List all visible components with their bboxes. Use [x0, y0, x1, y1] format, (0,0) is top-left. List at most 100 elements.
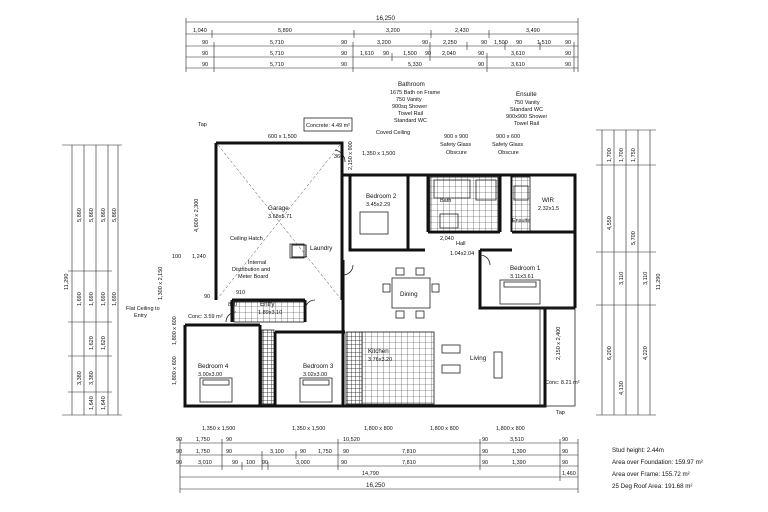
bottom-dim-2-a: 90 [176, 449, 182, 455]
door-2150: 2,150 x 900 [348, 141, 354, 170]
bathroom-note-4: Towel Rail [398, 111, 423, 117]
left-dim-4: 5,860 [112, 208, 118, 222]
garage-window-note: 600 x 1,500 [268, 134, 297, 140]
window-right-1: 900 x 600 [496, 134, 520, 140]
top-dim-1-b: 5,890 [278, 28, 292, 34]
top-dim-2-j: 1,510 [537, 40, 551, 46]
top-dim-1-a: 1,040 [193, 28, 207, 34]
right-dimension-lines: 11,290 1,700 1,700 1,750 4,550 5,700 3,1… [596, 129, 662, 416]
room-labels: Garage 3.68x5.71 Laundry Bedroom 2 3.45x… [198, 193, 559, 378]
top-dim-1-e: 3,490 [526, 28, 540, 34]
summary-area-foundation: Area over Foundation: 159.97 m² [612, 459, 703, 466]
right-dim-8: 6,200 [607, 346, 613, 360]
bottom-dim-3-h: 7,810 [402, 460, 416, 466]
top-dim-3-d: 1,610 [360, 51, 374, 57]
bathroom-tiles [429, 176, 499, 232]
conc-left-note: Conc: 3.59 m² [188, 314, 223, 320]
bottom-dim-1-f: 3,510 [510, 437, 524, 443]
bed1-label: Bedroom 1 [510, 265, 541, 272]
left-dim-11: 3,380 [77, 371, 83, 385]
top-dim-4-e: 90 [478, 62, 484, 68]
dining-label: Dining [400, 291, 418, 298]
top-dim-1-d: 2,430 [455, 28, 469, 34]
left-dim-1: 5,860 [77, 208, 83, 222]
bed1-size: 3.11x3.61 [510, 274, 534, 280]
bathroom-note-title: Bathroom [398, 81, 425, 88]
ensuite-tiles [511, 176, 531, 232]
tap-bottom: Tap [556, 410, 565, 416]
window-left-3: Obscure [446, 150, 467, 156]
ensuite-note-2: Standard WC [510, 107, 543, 113]
bottom-dim-2-e: 90 [300, 449, 306, 455]
bottom-dim-2-h: 7,810 [402, 449, 416, 455]
top-dimension-lines: 16,250 1,040 5,890 3,200 2,430 3,490 90 … [185, 15, 579, 72]
top-dim-3-k: 90 [565, 51, 571, 57]
misc-810: 810 [228, 302, 237, 308]
top-dim-overall: 16,250 [376, 15, 395, 22]
bottom-dim-3-f: 3,000 [296, 460, 310, 466]
top-dim-2-g: 90 [481, 40, 487, 46]
summary-roof-area: 25 Deg Roof Area: 191.68 m² [612, 483, 693, 490]
bathroom-note-5: Standard WC [394, 118, 427, 124]
distribution-note-2: Distribution and [232, 267, 270, 273]
ensuite-note-3: 900x900 Shower [506, 114, 547, 120]
bottom-dim-3-e: 90 [262, 460, 268, 466]
bed2-size: 3.45x2.29 [366, 202, 390, 208]
left-dim-3: 5,860 [101, 208, 107, 222]
distribution-note-1: Internal [248, 260, 266, 266]
bottom-dim-2-g: 90 [343, 449, 349, 455]
top-dim-2-k: 90 [565, 40, 571, 46]
top-dim-2-b: 5,710 [270, 40, 284, 46]
summary-stud-height: Stud height: 2.44m [612, 447, 664, 454]
bath-label: Bath [440, 198, 451, 204]
top-dim-2-f: 2,250 [443, 40, 457, 46]
left-dim-14: 1,640 [101, 396, 107, 410]
right-dim-9: 4,130 [619, 381, 625, 395]
entry-size: 1.89x3.10 [258, 310, 282, 316]
left-dimension-lines: 11,290 5,860 5,860 5,860 5,860 1,690 1,6… [62, 144, 122, 416]
wir-label: WIR [542, 197, 555, 204]
bed-2 [359, 211, 389, 235]
bathroom-note-2: 750 Vanity [396, 97, 422, 103]
bottom-window-4: 1,800 x 800 [430, 426, 459, 432]
bottom-dim-overall: 16,250 [366, 482, 385, 489]
coved-dim: 1,350 x 1,500 [362, 151, 395, 157]
right-dim-5: 5,700 [631, 231, 637, 245]
bottom-window-1: 1,350 x 1,500 [202, 426, 235, 432]
left-dim-12: 3,380 [89, 371, 95, 385]
top-dim-2-d: 3,200 [377, 40, 391, 46]
bed3-size: 3.02x3.00 [303, 372, 327, 378]
coved-ceiling-note: Coved Ceiling [376, 130, 410, 136]
top-dim-4-a: 90 [202, 62, 208, 68]
bottom-dim-1-c: 90 [226, 437, 232, 443]
bottom-dim-4-a: 14,790 [362, 471, 379, 477]
conc-right-note: Conc: 8.21 m² [545, 380, 580, 386]
right-dim-1: 1,700 [607, 148, 613, 162]
bottom-dim-2-i: 90 [482, 449, 488, 455]
bath-tub [433, 179, 471, 199]
bed2-label: Bedroom 2 [366, 193, 397, 200]
right-dim-3: 1,750 [631, 148, 637, 162]
bottom-dim-3-c: 90 [232, 460, 238, 466]
kitchen-tiles [361, 331, 435, 405]
concrete-porch-top [303, 117, 353, 132]
misc-910: 910 [236, 290, 245, 296]
hall-label: Hall [456, 241, 465, 247]
bathroom-note-1: 1675 Bath on Frame [390, 90, 440, 96]
top-dim-3-a: 90 [202, 51, 208, 57]
bottom-dim-4-b: 1,460 [562, 471, 576, 477]
right-dim-4: 4,550 [607, 216, 613, 230]
concrete-porch-right [539, 307, 576, 407]
bottom-dim-2-c: 90 [226, 449, 232, 455]
bed-4 [199, 377, 233, 403]
wir-size: 2.32x1.5 [538, 206, 559, 212]
bottom-dim-1-b: 1,750 [196, 437, 210, 443]
right-dim-6: 3,110 [619, 272, 625, 285]
tap-top: Tap [198, 122, 207, 128]
bed-3 [299, 377, 333, 403]
area-summary: Stud height: 2.44m Area over Foundation:… [612, 447, 703, 490]
distribution-note-3: Meter Board [238, 274, 268, 280]
living-label: Living [470, 355, 487, 362]
top-dim-4-f: 3,610 [511, 62, 525, 68]
